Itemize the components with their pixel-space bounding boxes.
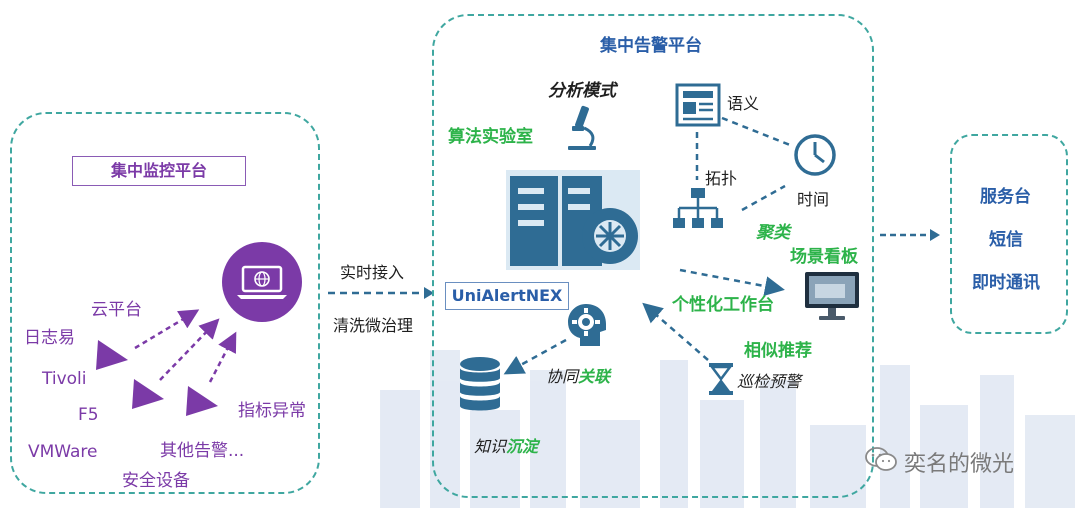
notify-service-desk: 服务台 — [980, 187, 1031, 207]
watermark-text: 奕名的微光 — [904, 452, 1015, 477]
newspaper-icon — [675, 83, 721, 127]
monitoring-platform-title-box: 集中监控平台 — [72, 156, 246, 186]
topology-label: 拓扑 — [705, 169, 738, 188]
personal-workbench-label: 个性化工作台 — [672, 295, 774, 315]
monitoring-platform-panel — [10, 112, 320, 494]
dashboard-label: 场景看板 — [790, 247, 858, 267]
background-skyline — [380, 350, 1075, 508]
source-play-icon-2 — [132, 379, 164, 409]
similar-recommend-label: 相似推荐 — [744, 341, 812, 361]
collab-suffix: 关联 — [578, 367, 611, 386]
monitoring-platform-title: 集中监控平台 — [110, 161, 207, 180]
source-tivoli: Tivoli — [42, 369, 87, 389]
patrol-warning-label: 巡检预警 — [737, 372, 802, 391]
hourglass-icon — [709, 363, 733, 395]
knowledge-label: 知识沉淀 — [474, 433, 538, 457]
connector-top-label: 实时接入 — [340, 263, 405, 282]
cluster-label: 聚类 — [756, 223, 790, 243]
source-f5: F5 — [78, 405, 99, 425]
connector-bottom-label: 清洗微治理 — [333, 316, 414, 335]
notify-im: 即时通讯 — [972, 273, 1040, 293]
algo-lab-label: 算法实验室 — [448, 127, 533, 147]
source-security: 安全设备 — [122, 471, 190, 491]
notification-panel — [950, 134, 1068, 334]
output-arrow — [880, 229, 940, 241]
knowledge-prefix: 知识 — [474, 437, 507, 456]
semantic-label: 语义 — [727, 94, 760, 113]
alert-platform-title: 集中告警平台 — [600, 36, 702, 56]
server-cluster-icon — [506, 170, 640, 270]
topology-icon — [673, 188, 723, 228]
source-metric: 指标异常 — [238, 401, 306, 421]
gear-head-icon — [568, 304, 606, 346]
source-vmware: VMWare — [28, 442, 98, 462]
collab-prefix: 协同 — [546, 367, 579, 386]
source-play-icon-1 — [96, 340, 128, 370]
source-play-icon-3 — [186, 386, 218, 416]
database-icon — [460, 357, 500, 411]
source-cloud: 云平台 — [91, 300, 142, 320]
knowledge-suffix: 沉淀 — [506, 437, 539, 456]
monitor-icon — [805, 272, 859, 320]
microscope-icon — [568, 105, 596, 150]
time-label: 时间 — [797, 190, 830, 209]
laptop-globe-icon — [222, 242, 302, 322]
connector-arrow — [328, 287, 434, 299]
alert-platform-panel — [432, 14, 874, 498]
collab-label: 协同关联 — [546, 363, 610, 387]
source-other: 其他告警... — [160, 441, 245, 461]
analysis-mode-label: 分析模式 — [548, 81, 616, 101]
notify-sms: 短信 — [989, 230, 1023, 250]
source-rizhiyi: 日志易 — [24, 328, 75, 348]
clock-icon — [794, 134, 836, 176]
product-name: UniAlertNEX — [451, 286, 563, 305]
product-box: UniAlertNEX — [445, 282, 569, 310]
wechat-icon — [865, 447, 897, 471]
